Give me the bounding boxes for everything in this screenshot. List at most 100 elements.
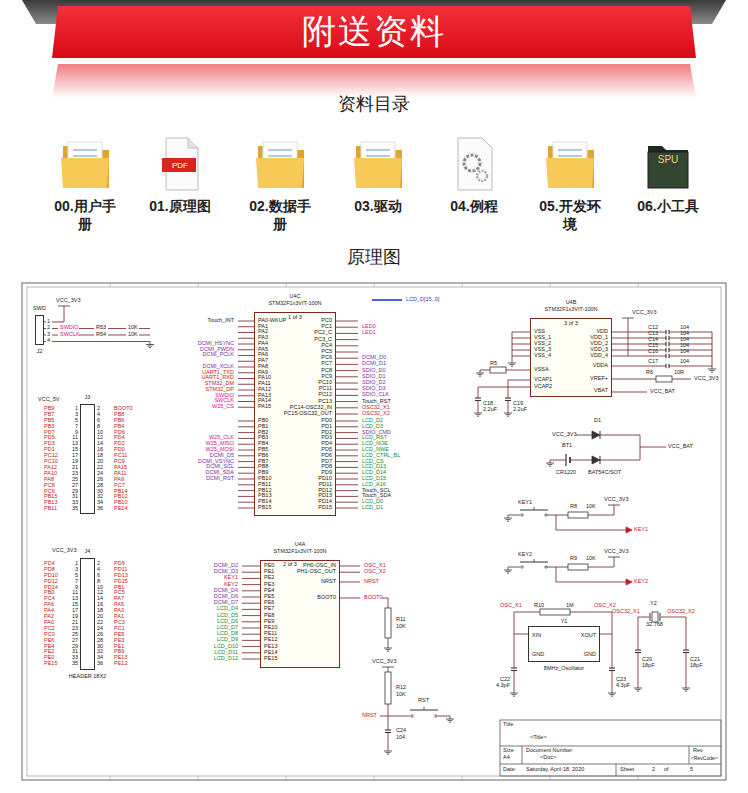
wire bbox=[622, 318, 634, 319]
wire bbox=[108, 335, 126, 336]
pin-name: PE15 bbox=[264, 656, 277, 662]
wire bbox=[609, 667, 615, 668]
pin-name: PE13 bbox=[264, 644, 277, 650]
pin-name: PC3_C bbox=[314, 337, 332, 343]
pin-number: 35 bbox=[72, 661, 78, 667]
wire bbox=[474, 413, 482, 414]
wire bbox=[110, 283, 111, 287]
part-designator: J3 bbox=[85, 395, 91, 401]
part-value: 104 bbox=[680, 331, 689, 337]
wire bbox=[336, 376, 358, 377]
wire bbox=[336, 407, 358, 408]
pin-number: 10 bbox=[97, 585, 103, 591]
pin-name: PE2 bbox=[264, 575, 274, 581]
power-label: VCC_3V3 bbox=[52, 548, 76, 554]
part-ref: Y2 bbox=[650, 601, 657, 607]
pin-name: PE4 bbox=[44, 644, 54, 650]
pin-number: 30 bbox=[97, 489, 103, 495]
wire bbox=[612, 671, 613, 691]
pin-name: PD6 bbox=[114, 430, 125, 436]
pin-number: 28 bbox=[97, 483, 103, 489]
net-label: SWCLK bbox=[60, 332, 80, 338]
pin-name: PC0 bbox=[321, 318, 332, 324]
pin-name: PC4 bbox=[44, 596, 55, 602]
part-ref: R53 bbox=[96, 325, 106, 331]
net-label: BOOT0 bbox=[364, 595, 383, 601]
wire bbox=[336, 389, 358, 390]
part-ref: C17 bbox=[648, 359, 658, 365]
wire bbox=[238, 349, 254, 350]
power-label: VCC_3V3 bbox=[56, 298, 80, 304]
part-ref: 2.2uF bbox=[483, 407, 497, 413]
pin-name: PB3 bbox=[44, 424, 54, 430]
part-ref: BT1 bbox=[562, 443, 572, 449]
wire bbox=[522, 746, 523, 764]
wire bbox=[686, 653, 687, 686]
net-label: LCD_A16 bbox=[362, 482, 386, 488]
unit-label: 2 of 3 bbox=[283, 562, 297, 568]
part-name: GND bbox=[584, 652, 596, 658]
icon-badge: SPU bbox=[658, 155, 679, 165]
part-value: 10K bbox=[586, 504, 596, 510]
pin-number: 25 bbox=[72, 632, 78, 638]
pin-number: 32 bbox=[97, 649, 103, 655]
wire bbox=[570, 460, 592, 461]
net-label: DCMI_D0 bbox=[362, 355, 386, 361]
wire bbox=[669, 344, 712, 345]
pin-number: 1 bbox=[75, 406, 78, 412]
power-label: VCC_3V3 bbox=[552, 432, 576, 438]
power-label: VCC_3V3 bbox=[604, 549, 628, 555]
wire bbox=[600, 634, 612, 635]
wire bbox=[336, 358, 358, 359]
wire bbox=[388, 638, 389, 645]
wire bbox=[242, 609, 260, 610]
pin-name: PD1 bbox=[321, 424, 332, 430]
net-label: LCD_D9 bbox=[217, 637, 238, 643]
wire bbox=[712, 332, 713, 366]
part-ref: C12 bbox=[648, 325, 658, 331]
wire bbox=[336, 479, 358, 480]
wire bbox=[238, 444, 254, 445]
pin-name: PD9 bbox=[114, 561, 125, 567]
pin-name: PC2 bbox=[44, 626, 55, 632]
pin-name: PD8 bbox=[321, 464, 332, 470]
title-block-text: Date: bbox=[503, 767, 516, 773]
wire bbox=[238, 378, 254, 379]
wire bbox=[665, 348, 666, 353]
wire bbox=[478, 374, 483, 375]
pin-number: 27 bbox=[72, 638, 78, 644]
part-ref: R10 bbox=[534, 603, 544, 609]
wire bbox=[58, 306, 70, 307]
pin-name: PB3 bbox=[258, 435, 268, 441]
power-label: VCC_BAT bbox=[650, 389, 675, 395]
pin-name: PE3 bbox=[114, 638, 124, 644]
pin-name: PD11 bbox=[114, 567, 127, 573]
wire bbox=[242, 646, 260, 647]
unit-label: 1 of 3 bbox=[288, 315, 302, 321]
net-label: LED0 bbox=[362, 324, 376, 330]
net-label: LCD_D11 bbox=[214, 650, 238, 656]
pin-number: 1 bbox=[47, 319, 50, 325]
part-ref: 104 bbox=[396, 735, 405, 741]
pin-name: PE6 bbox=[44, 638, 54, 644]
net-label: DCMI_D3 bbox=[214, 569, 238, 575]
wire bbox=[79, 335, 94, 336]
wire bbox=[336, 484, 358, 485]
net-label: OSC32_X2 bbox=[667, 609, 695, 615]
wire bbox=[79, 328, 94, 329]
pin-name: PA1 bbox=[258, 324, 268, 330]
pin-name: PD15 bbox=[114, 579, 128, 585]
wire bbox=[336, 502, 358, 503]
part-ref: D1 bbox=[594, 418, 601, 424]
wire bbox=[336, 321, 358, 322]
wire bbox=[388, 722, 389, 730]
pin-number: 11 bbox=[72, 590, 78, 596]
pin-name: PE7 bbox=[264, 606, 274, 612]
pin-name: PC9 bbox=[321, 374, 332, 380]
pin-name: PE3 bbox=[264, 582, 274, 588]
wire bbox=[628, 338, 666, 339]
title-block-text: Document Number bbox=[526, 748, 572, 754]
part-symbol bbox=[490, 367, 506, 373]
wire bbox=[608, 557, 620, 558]
switch-contact bbox=[545, 566, 547, 568]
